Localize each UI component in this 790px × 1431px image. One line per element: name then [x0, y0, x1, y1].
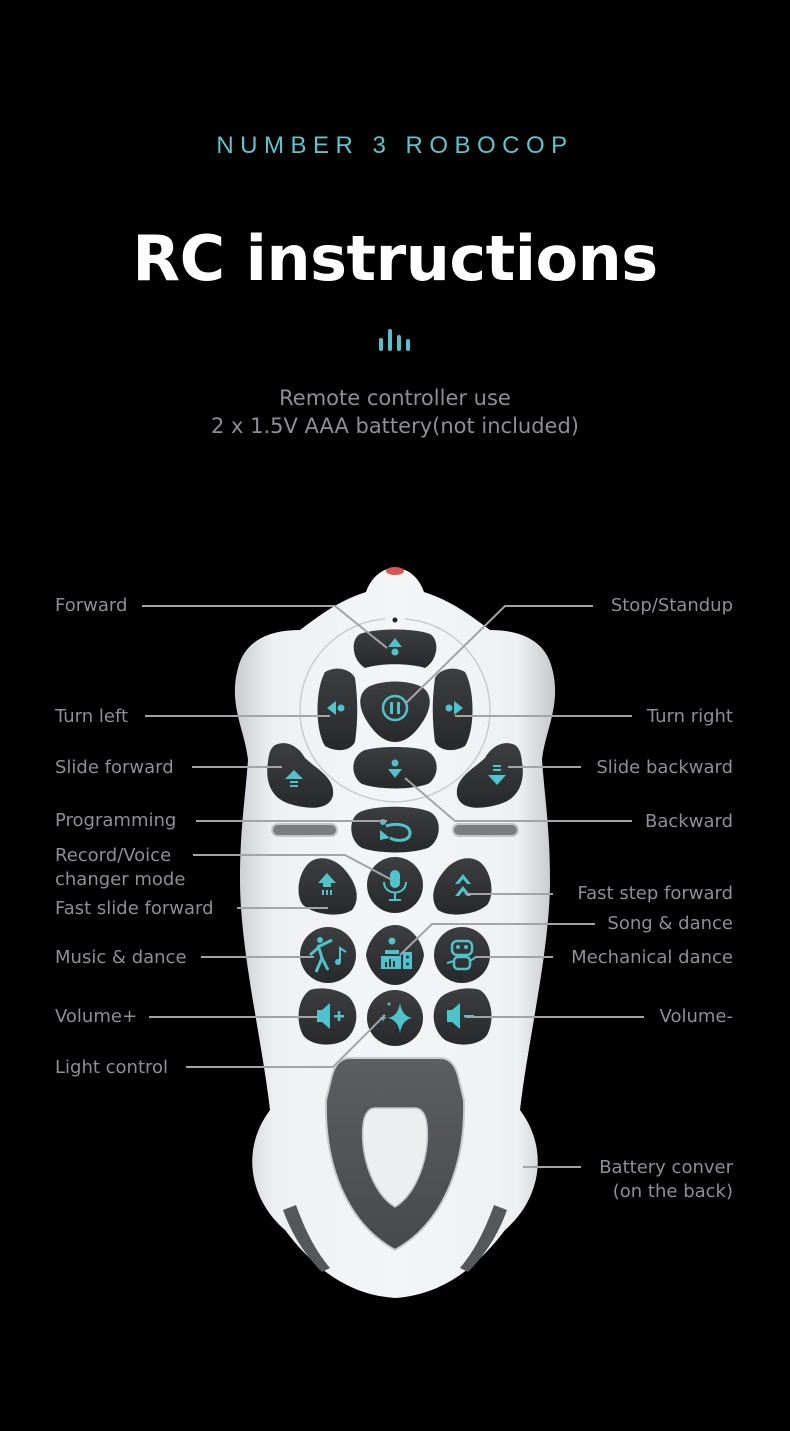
label-slide-forward: Slide forward — [55, 757, 174, 778]
battery-description: Remote controller use 2 x 1.5V AAA batte… — [0, 384, 790, 440]
label-song-dance: Song & dance — [607, 913, 733, 934]
music-dance-button — [300, 927, 356, 983]
label-music-dance: Music & dance — [55, 947, 187, 968]
label-slide-backward: Slide backward — [596, 757, 733, 778]
label-turn-right: Turn right — [646, 706, 733, 727]
song-dance-button — [366, 925, 424, 985]
forward-button — [353, 629, 437, 668]
volume-up-button — [298, 988, 357, 1045]
turn-left-button — [317, 668, 358, 751]
turn-right-button — [432, 668, 473, 751]
label-record-voice-line1: Record/Voice — [55, 845, 172, 866]
product-subtitle: NUMBER 3 ROBOCOP — [216, 132, 574, 159]
label-stop-standup: Stop/Standup — [610, 595, 733, 616]
fast-slide-forward-button — [298, 858, 357, 915]
label-battery-cover-line2: (on the back) — [612, 1181, 733, 1202]
label-fast-step-forward: Fast step forward — [577, 883, 733, 904]
label-light-control: Light control — [55, 1057, 169, 1078]
record-voice-button — [367, 857, 423, 913]
description-line-2: 2 x 1.5V AAA battery(not included) — [210, 414, 580, 438]
label-volume-down: Volume- — [659, 1006, 733, 1027]
light-control-button — [367, 990, 423, 1046]
slide-forward-button — [267, 743, 334, 808]
leader-lines — [142, 605, 644, 1168]
label-volume-up: Volume+ — [55, 1006, 138, 1027]
label-mechanical-dance: Mechanical dance — [571, 947, 733, 968]
label-programming: Programming — [55, 810, 177, 831]
label-forward: Forward — [55, 595, 128, 616]
description-line-1: Remote controller use — [279, 386, 511, 410]
page-title: RC instructions — [132, 222, 658, 295]
label-backward: Backward — [645, 811, 733, 832]
programming-button — [351, 806, 439, 853]
label-fast-slide-forward: Fast slide forward — [55, 898, 214, 919]
label-turn-left: Turn left — [55, 706, 129, 727]
label-battery-cover-line1: Battery conver — [599, 1157, 733, 1178]
label-record-voice-line2: changer mode — [55, 869, 186, 890]
mechanical-dance-button — [434, 927, 490, 983]
equalizer-bars-icon — [379, 327, 413, 351]
slide-backward-button — [456, 743, 523, 808]
backward-button — [353, 747, 437, 789]
